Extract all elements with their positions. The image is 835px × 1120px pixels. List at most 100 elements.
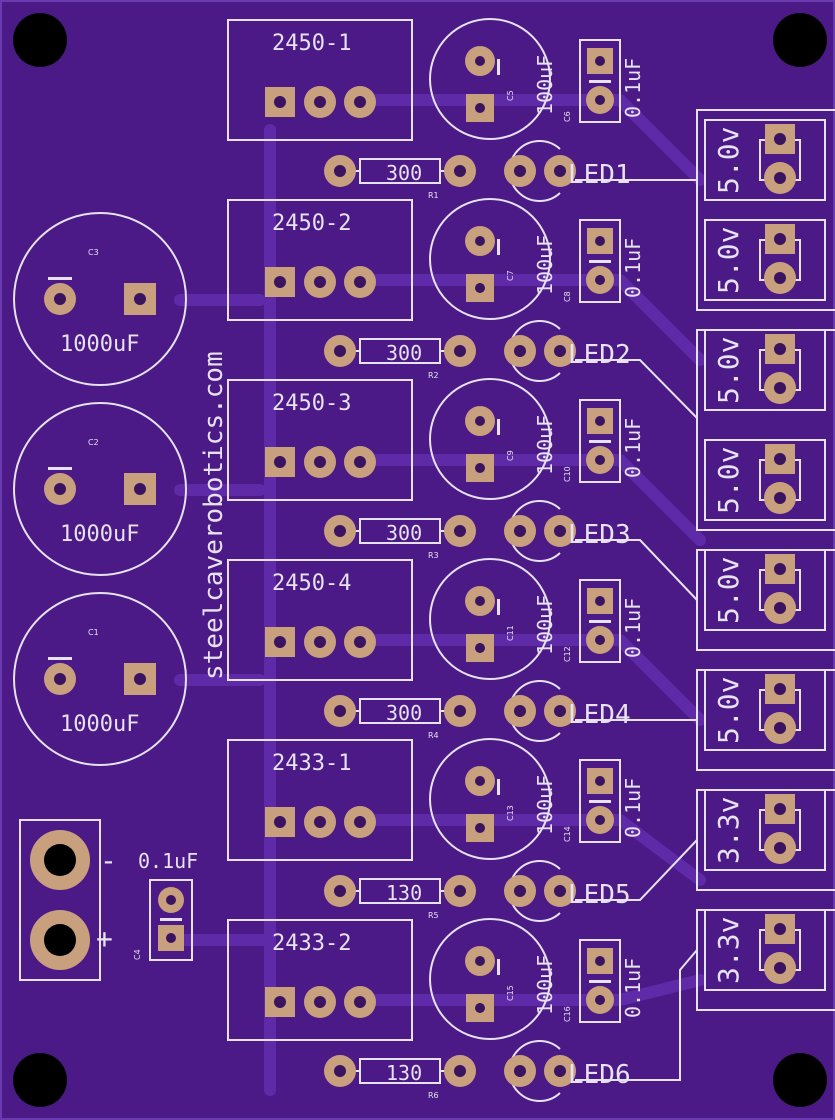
ceramic-value: 0.1uF — [621, 418, 645, 478]
regulator-pin-hole — [274, 456, 286, 468]
electrolytic-ref: C7 — [506, 270, 515, 281]
regulator-outline — [227, 919, 413, 1041]
regulator-pin-hole — [354, 96, 366, 108]
polarity-mark — [48, 277, 72, 280]
input-cap-value: 0.1uF — [138, 849, 198, 873]
electrolytic-outline — [429, 18, 551, 140]
regulator-pin-hole — [274, 816, 286, 828]
ceramic-pad-hole — [595, 275, 605, 285]
regulator-label: 2450-4 — [272, 571, 351, 596]
ceramic-pad-hole — [595, 956, 605, 966]
bulk-cap-ref: C3 — [88, 248, 99, 257]
electrolytic-outline — [429, 198, 551, 320]
electrolytic-pad-hole — [475, 56, 485, 66]
ceramic-value: 0.1uF — [621, 778, 645, 838]
electrolytic-ref: C15 — [506, 985, 515, 1001]
resistor-ref: R3 — [428, 551, 439, 560]
electrolytic-pad-hole — [475, 956, 485, 966]
ceramic-ref: C12 — [563, 646, 572, 662]
electrolytic-pad-hole — [475, 283, 485, 293]
regulator-pin-hole — [354, 816, 366, 828]
regulator-pin-hole — [354, 996, 366, 1008]
ceramic-outline — [579, 399, 621, 483]
ceramic-outline — [579, 39, 621, 123]
ceramic-pad-hole — [595, 236, 605, 246]
ceramic-outline — [579, 579, 621, 663]
polarity-mark — [48, 467, 72, 470]
electrolytic-outline — [429, 378, 551, 500]
output-pad-hole — [774, 842, 786, 854]
resistor-body — [359, 878, 441, 904]
regulator-label: 2433-1 — [272, 751, 351, 776]
resistor-value: 130 — [386, 1061, 422, 1085]
led-label: LED2 — [568, 340, 631, 370]
electrolytic-value: 100uF — [533, 595, 557, 655]
ceramic-mark — [589, 620, 611, 623]
resistor-pad-hole — [334, 345, 346, 357]
regulator-pin-hole — [354, 636, 366, 648]
output-pad-hole — [774, 172, 786, 184]
electrolytic-ref: C9 — [506, 450, 515, 461]
output-connectors: 5.0v5.0v5.0v5.0v5.0v5.0v3.3v3.3v — [696, 109, 835, 1011]
regulator-outline — [227, 199, 413, 321]
electrolytic-ref: C5 — [506, 90, 515, 101]
electrolytic-value: 100uF — [533, 955, 557, 1015]
regulator: 2450-3 — [227, 379, 413, 501]
ceramic-outline — [579, 759, 621, 843]
regulator-pin-hole — [314, 96, 326, 108]
ceramic-mark — [589, 80, 611, 83]
output-connector: 5.0v — [704, 439, 826, 521]
bulk-cap-outline — [13, 402, 187, 576]
ceramic-outline — [579, 939, 621, 1023]
ceramic-ref: C8 — [563, 291, 572, 302]
led-pad-hole — [554, 1065, 566, 1077]
led-pad-hole — [554, 345, 566, 357]
plus-label: + — [96, 922, 113, 955]
output-voltage-label: 5.0v — [712, 127, 745, 194]
input-capacitor: 0.1uF C4 — [133, 849, 198, 961]
ceramic-pad-hole — [595, 56, 605, 66]
ceramic-mark — [589, 440, 611, 443]
resistor-pad-hole — [454, 165, 466, 177]
output-pad-hole — [774, 962, 786, 974]
ceramic-pad-hole — [595, 995, 605, 1005]
bulk-cap-pad-hole — [134, 293, 146, 305]
resistor-pad-hole — [454, 345, 466, 357]
bulk-cap-pad-hole — [54, 483, 66, 495]
electrolytic-value: 100uF — [533, 415, 557, 475]
led-pad-hole — [514, 525, 526, 537]
input-cap-ref: C4 — [133, 949, 142, 960]
output-pad-hole — [774, 453, 786, 465]
output-connector: 5.0v — [704, 549, 826, 631]
output-bracket — [696, 909, 835, 1011]
output-brackets — [696, 109, 835, 1011]
output-pad-hole — [774, 343, 786, 355]
ceramic-pad-hole — [595, 596, 605, 606]
electrolytic-pad-hole — [475, 596, 485, 606]
regulator-outline — [227, 19, 413, 141]
resistor-body — [359, 158, 441, 184]
ceramic-value: 0.1uF — [621, 598, 645, 658]
regulator-pin-hole — [354, 276, 366, 288]
ceramic-mark — [589, 800, 611, 803]
ceramic-mark — [589, 260, 611, 263]
output-silk-lines — [575, 179, 698, 1081]
website-label: steelcaverobotics.com — [199, 351, 229, 680]
bulk-cap-value: 1000uF — [60, 332, 139, 357]
led: LED3 — [504, 500, 631, 562]
regulator-pin-hole — [314, 816, 326, 828]
output-voltage-label: 5.0v — [712, 677, 745, 744]
